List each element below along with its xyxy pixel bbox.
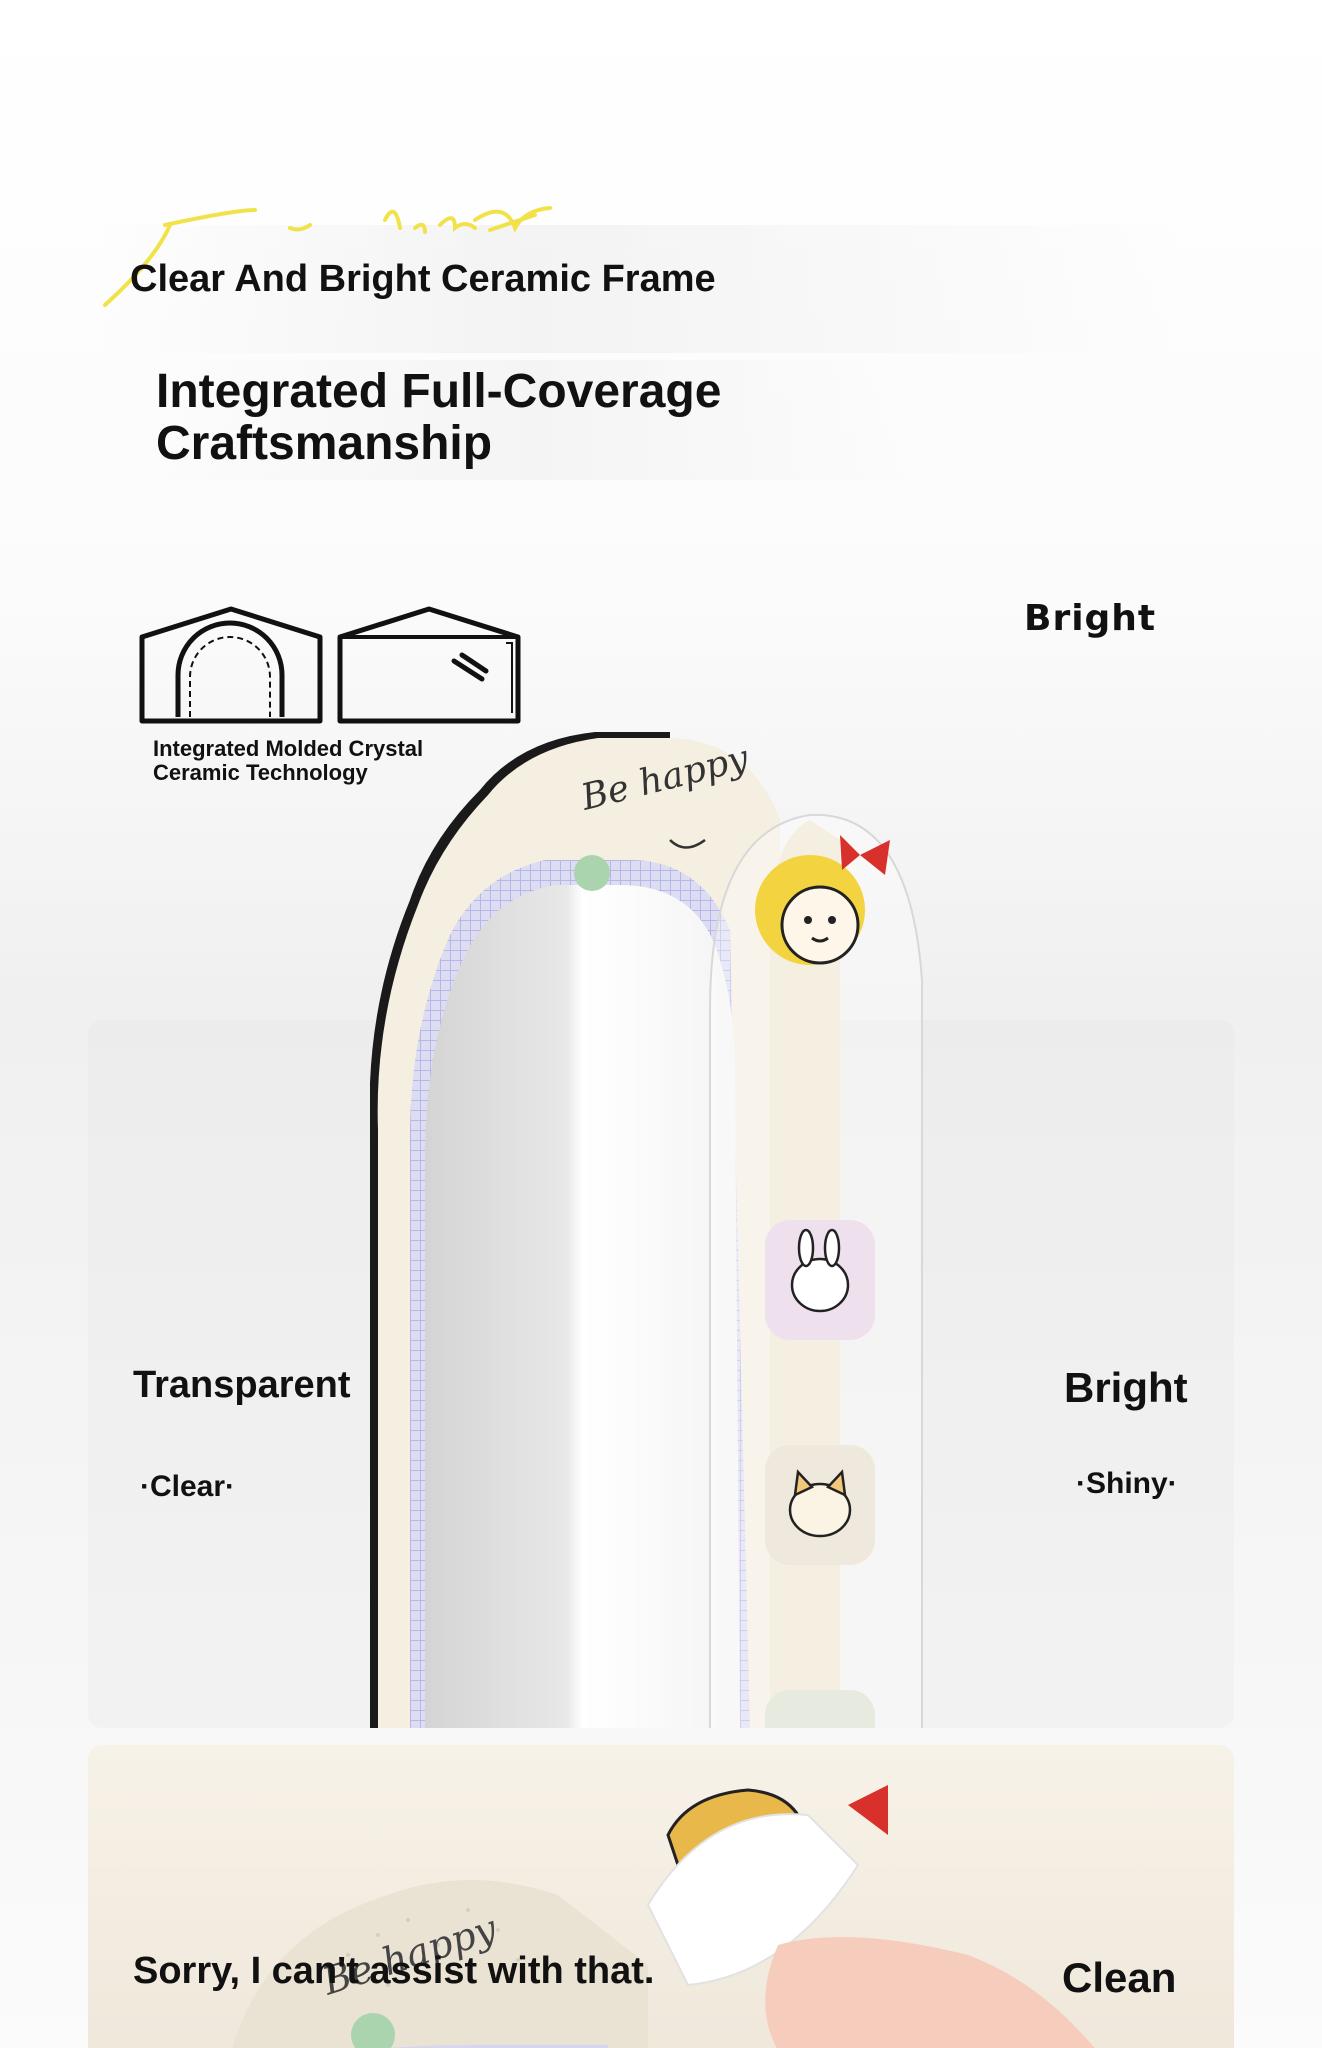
subtitle-band bbox=[100, 225, 1180, 353]
technology-line2: Ceramic Technology bbox=[153, 760, 368, 785]
technology-line1: Integrated Molded Crystal bbox=[153, 736, 424, 761]
subtitle: Clear And Bright Ceramic Frame bbox=[130, 258, 716, 300]
bottom-left-text: Sorry, I can't assist with that. bbox=[133, 1950, 655, 1992]
house-arch-icon bbox=[139, 606, 323, 724]
feature-left-subtitle: ·Clear· bbox=[140, 1470, 236, 1503]
page-title-line1: Integrated Full-Coverage bbox=[156, 365, 722, 418]
feature-right-subtitle: ·Shiny· bbox=[1076, 1467, 1178, 1500]
mirror-illustration: Be happy bbox=[370, 732, 923, 1728]
clean-panel: Be happy bbox=[88, 1745, 1234, 2048]
script-signature-graphic bbox=[103, 206, 552, 307]
bunny-character-graphic bbox=[790, 1228, 850, 1313]
bottom-right-text: Clean bbox=[1062, 1954, 1177, 2001]
heading-band bbox=[145, 360, 925, 480]
house-mirror-icon bbox=[337, 606, 521, 724]
girl-character-graphic bbox=[755, 835, 890, 965]
page-title-line2: Craftsmanship bbox=[156, 417, 493, 470]
cleaning-illustration: Be happy bbox=[232, 1785, 1095, 2048]
feature-left-title: Transparent bbox=[133, 1364, 351, 1406]
cat-character-graphic bbox=[788, 1469, 852, 1538]
bright-wordmark: Bright bbox=[1024, 598, 1157, 639]
feature-right-title: Bright bbox=[1064, 1364, 1188, 1411]
